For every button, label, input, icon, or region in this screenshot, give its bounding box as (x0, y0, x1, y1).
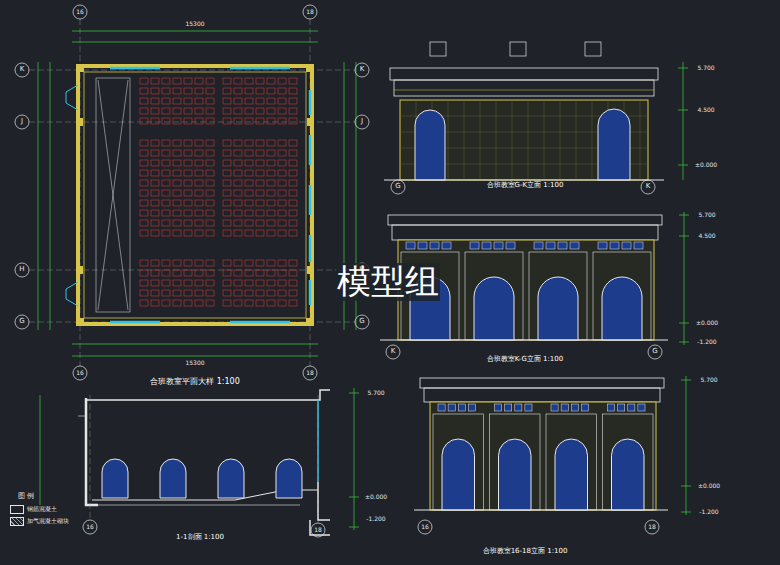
elevation-16-18 (414, 376, 691, 534)
grid-label: 18 (305, 9, 315, 16)
grid-label: J (20, 118, 24, 126)
legend: 钢筋混凝土加气混凝土砌块 (10, 505, 69, 529)
grid-label: K (645, 183, 652, 191)
view-title: 1-1剖面 1:100 (175, 534, 225, 542)
level-mark: 4.500 (696, 107, 715, 114)
grid-label: K (19, 66, 26, 74)
dimension: 15300 (184, 21, 205, 28)
view-title: 合班教室K-G立面 1:100 (486, 356, 564, 364)
level-mark: ±0.000 (364, 494, 388, 501)
level-mark: 5.700 (696, 65, 715, 72)
grid-label: G (394, 183, 401, 191)
dimension: 15300 (184, 360, 205, 367)
view-title: 合班教室G-K立面 1:100 (486, 182, 565, 190)
level-mark: -1.200 (696, 339, 717, 346)
view-title: 合班教室平面大样 1:100 (149, 378, 241, 387)
grid-label: K (359, 66, 366, 74)
grid-label: G (358, 318, 365, 326)
level-mark: -1.200 (698, 509, 719, 516)
grid-label: H (18, 266, 25, 274)
grid-label: 18 (313, 527, 323, 534)
watermark: 模型组 (336, 263, 440, 300)
grid-label: 18 (647, 524, 657, 531)
section-1-1 (40, 388, 359, 537)
legend-row: 加气混凝土砌块 (10, 517, 69, 526)
grid-label: G (18, 318, 25, 326)
grid-label: J (360, 118, 364, 126)
grid-label: 16 (85, 524, 95, 531)
grid-label: 16 (75, 370, 85, 377)
grid-label: H (358, 266, 365, 274)
legend-swatch (10, 505, 24, 514)
level-mark: ±0.000 (694, 162, 718, 169)
legend-swatch (10, 517, 24, 526)
legend-text: 钢筋混凝土 (27, 505, 57, 514)
level-mark: ±0.000 (697, 483, 721, 490)
elevation-gk (384, 42, 688, 194)
grid-label: K (390, 348, 397, 356)
level-mark: 5.700 (697, 212, 716, 219)
grid-label: 16 (75, 9, 85, 16)
grid-label: 16 (420, 524, 430, 531)
level-mark: 5.700 (699, 377, 718, 384)
level-mark: 5.700 (366, 390, 385, 397)
floor-plan (15, 5, 369, 380)
level-mark: 4.500 (697, 233, 716, 240)
legend-row: 钢筋混凝土 (10, 505, 69, 514)
legend-title: 图 例 (17, 493, 35, 501)
grid-label: G (651, 348, 658, 356)
grid-label: 18 (305, 370, 315, 377)
level-mark: ±0.000 (695, 320, 719, 327)
view-title: 合班教室16-18立面 1:100 (482, 548, 569, 556)
level-mark: -1.200 (365, 516, 386, 523)
legend-text: 加气混凝土砌块 (27, 517, 69, 526)
